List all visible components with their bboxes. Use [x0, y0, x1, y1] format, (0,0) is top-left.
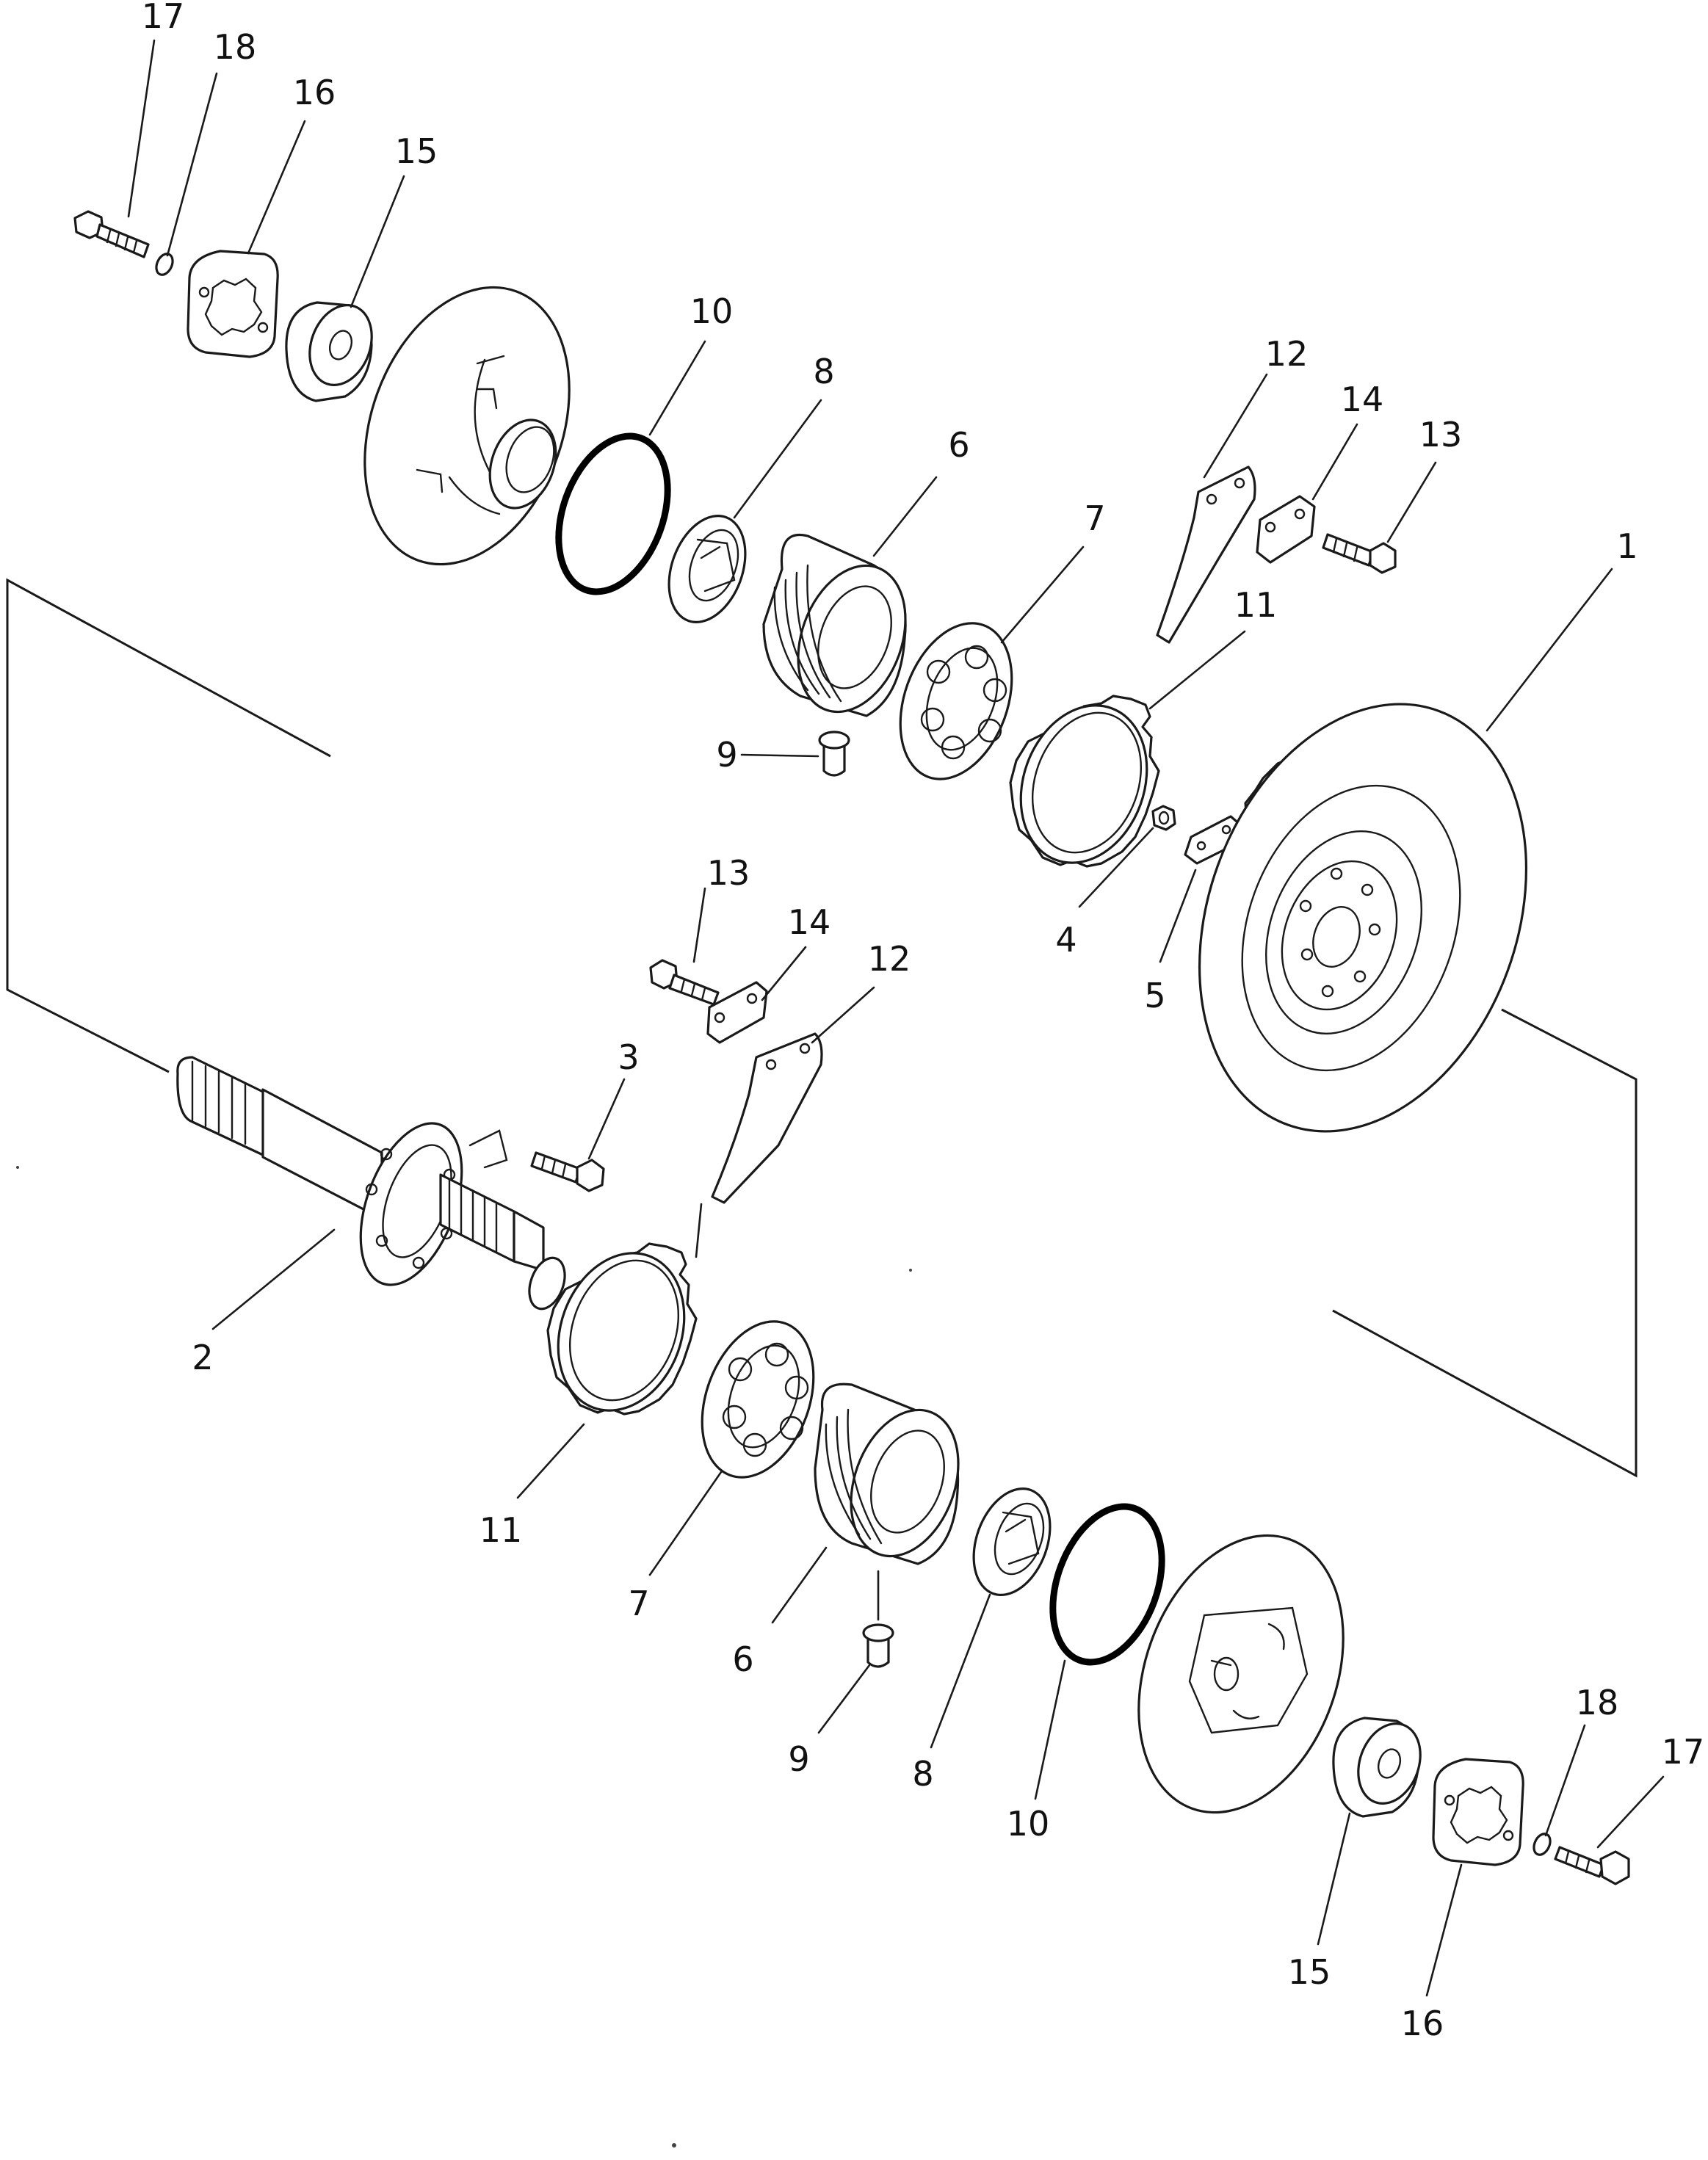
callout-4: 4 — [1055, 920, 1076, 960]
callout-17-upper: 17 — [142, 0, 185, 36]
callout-5: 5 — [1144, 976, 1165, 1015]
callout-14-upper: 14 — [1341, 380, 1384, 419]
callout-18-lower: 18 — [1576, 1683, 1619, 1722]
bevel-gear-1 — [1198, 703, 1528, 1133]
lock-tab-14-upper — [1256, 495, 1316, 564]
lock-plate-12-lower — [711, 1032, 823, 1204]
bolt-17-upper — [73, 210, 150, 258]
bearing-8-upper — [667, 515, 747, 623]
bolt-3 — [530, 1151, 605, 1192]
cover-dish-upper — [363, 286, 571, 566]
callout-15-lower: 15 — [1288, 1952, 1331, 1992]
retainer-6-upper — [762, 534, 907, 717]
callout-18-upper: 18 — [214, 27, 257, 67]
callout-9-upper: 9 — [716, 735, 737, 775]
callout-14-lower: 14 — [788, 902, 831, 942]
shaft-2 — [176, 1056, 566, 1311]
cover-dish-lower — [1137, 1534, 1345, 1814]
callout-11-upper: 11 — [1234, 585, 1278, 625]
assembly-frame — [6, 578, 1638, 1478]
locknut-11-lower — [546, 1242, 698, 1416]
callout-3: 3 — [618, 1037, 639, 1077]
ball-bearing-7-lower — [701, 1320, 815, 1479]
callout-6-lower: 6 — [732, 1639, 753, 1679]
callout-15-upper: 15 — [395, 131, 438, 171]
retainer-6-lower — [814, 1382, 960, 1565]
nut-15-lower — [1332, 1717, 1422, 1818]
callout-8-lower: 8 — [912, 1754, 933, 1794]
plate-16-lower — [1432, 1758, 1524, 1866]
callout-12-lower: 12 — [868, 939, 911, 979]
locknut-11-upper — [1009, 695, 1160, 868]
bolt-13-lower — [649, 959, 720, 1006]
callout-13-upper: 13 — [1419, 415, 1463, 454]
bolt-17-lower — [1554, 1846, 1630, 1885]
callout-9-lower: 9 — [788, 1739, 809, 1779]
callout-labels: 17 18 16 15 10 8 6 7 12 14 13 1 11 9 4 5… — [142, 0, 1705, 2043]
ball-bearing-7-upper — [899, 622, 1013, 780]
callout-10-lower: 10 — [1007, 1804, 1050, 1844]
callout-13-lower: 13 — [707, 853, 750, 893]
callout-7-upper: 7 — [1084, 499, 1105, 538]
nut-15-upper — [285, 301, 373, 402]
o-ring-10-upper — [555, 432, 671, 595]
callout-6-upper: 6 — [948, 425, 969, 465]
leader-lines — [127, 39, 1665, 1997]
callout-1: 1 — [1616, 526, 1638, 566]
plate-16-upper — [187, 250, 279, 358]
callout-12-upper: 12 — [1265, 334, 1309, 374]
callout-16-lower: 16 — [1401, 2004, 1444, 2043]
bolt-13-upper — [1322, 533, 1397, 574]
nut-4 — [1151, 805, 1176, 831]
callout-16-upper: 16 — [293, 73, 336, 112]
callout-2: 2 — [192, 1338, 213, 1377]
callout-11-lower: 11 — [480, 1510, 523, 1550]
callout-8-upper: 8 — [813, 352, 834, 391]
bearing-8-lower — [972, 1487, 1052, 1596]
washer-18-lower — [1533, 1833, 1552, 1856]
callout-7-lower: 7 — [628, 1584, 649, 1623]
scan-specks — [16, 1166, 912, 2148]
callout-17-lower: 17 — [1662, 1732, 1705, 1772]
lock-tab-14-lower — [706, 981, 768, 1044]
plug-9-lower — [862, 1623, 894, 1668]
callout-10-upper: 10 — [690, 291, 734, 331]
lock-plate-12-upper — [1156, 465, 1256, 644]
o-ring-10-lower — [1049, 1503, 1165, 1666]
plug-9-upper — [818, 731, 850, 777]
washer-18-upper — [155, 253, 174, 276]
